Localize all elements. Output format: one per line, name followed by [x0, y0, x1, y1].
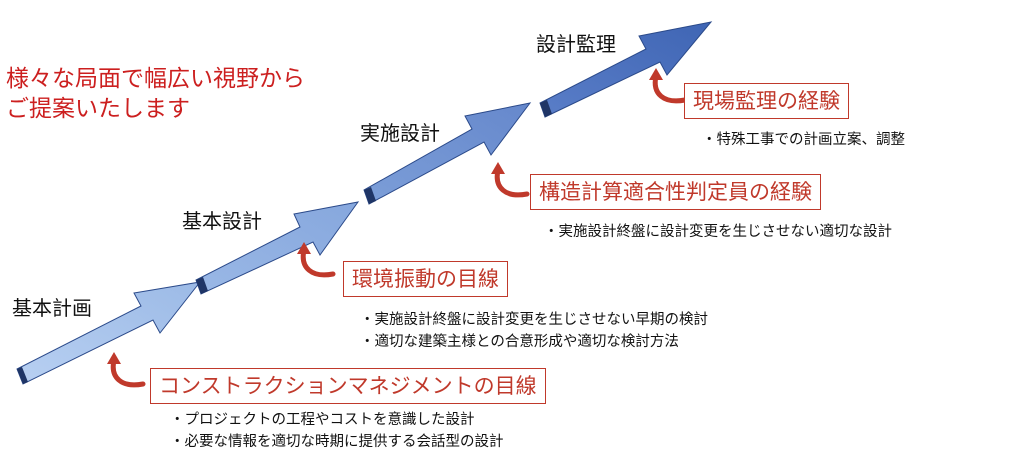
experience-title: 構造計算適合性判定員の経験: [539, 180, 812, 204]
experience-point: ・特殊工事での計画立案、調整: [702, 132, 905, 148]
arrow-joint-1: [17, 367, 28, 384]
arrow-joint-4: [540, 100, 552, 117]
experience-title: コンストラクションマネジメントの目線: [159, 374, 537, 398]
experience-point: ・実施設計終盤に設計変更を生じさせない適切な設計: [544, 224, 892, 240]
experience-point: ・適切な建築主様との合意形成や適切な検討方法: [360, 334, 679, 350]
experience-box-structural-review: 構造計算適合性判定員の経験: [530, 174, 821, 210]
experience-points-site-supervision: ・特殊工事での計画立案、調整: [702, 129, 905, 151]
phase-label-detailed-design: 実施設計: [360, 121, 440, 145]
arrow-segment-3: [363, 102, 532, 205]
arrow-segment-1: [16, 281, 202, 385]
experience-title: 環境振動の目線: [352, 267, 499, 291]
phase-label-design-supervision: 設計監理: [536, 32, 616, 56]
curved-arrow-4: [652, 73, 688, 104]
arrow-segment-2: [195, 201, 360, 295]
tagline-line-2: ご提案いたします: [6, 96, 190, 122]
arrow-joint-2: [196, 277, 208, 294]
tagline: 様々な局面で幅広い視野から ご提案いたします: [6, 64, 305, 124]
tagline-line-1: 様々な局面で幅広い視野から: [6, 66, 305, 92]
experience-point: ・必要な情報を適切な時期に提供する会話型の設計: [170, 434, 504, 450]
experience-title: 現場監理の経験: [693, 89, 840, 113]
curved-arrow-3: [494, 167, 530, 198]
curved-arrow-1: [110, 357, 146, 388]
experience-point: ・実施設計終盤に設計変更を生じさせない早期の検討: [360, 312, 708, 328]
experience-box-site-supervision: 現場監理の経験: [684, 83, 849, 119]
arrow-segment-4: [539, 21, 713, 118]
experience-box-construction-management: コンストラクションマネジメントの目線: [150, 368, 546, 404]
experience-points-construction-management: ・プロジェクトの工程やコストを意識した設計 ・必要な情報を適切な時期に提供する会…: [170, 409, 504, 453]
experience-points-environmental-vibration: ・実施設計終盤に設計変更を生じさせない早期の検討 ・適切な建築主様との合意形成や…: [360, 309, 708, 353]
experience-box-environmental-vibration: 環境振動の目線: [343, 261, 508, 297]
phase-label-basic-design: 基本設計: [182, 209, 262, 233]
arrow-joint-3: [364, 187, 376, 204]
phase-label-basic-planning: 基本計画: [12, 296, 92, 320]
experience-point: ・プロジェクトの工程やコストを意識した設計: [170, 412, 475, 428]
experience-points-structural-review: ・実施設計終盤に設計変更を生じさせない適切な設計: [544, 221, 892, 243]
curved-arrow-2: [300, 247, 336, 278]
